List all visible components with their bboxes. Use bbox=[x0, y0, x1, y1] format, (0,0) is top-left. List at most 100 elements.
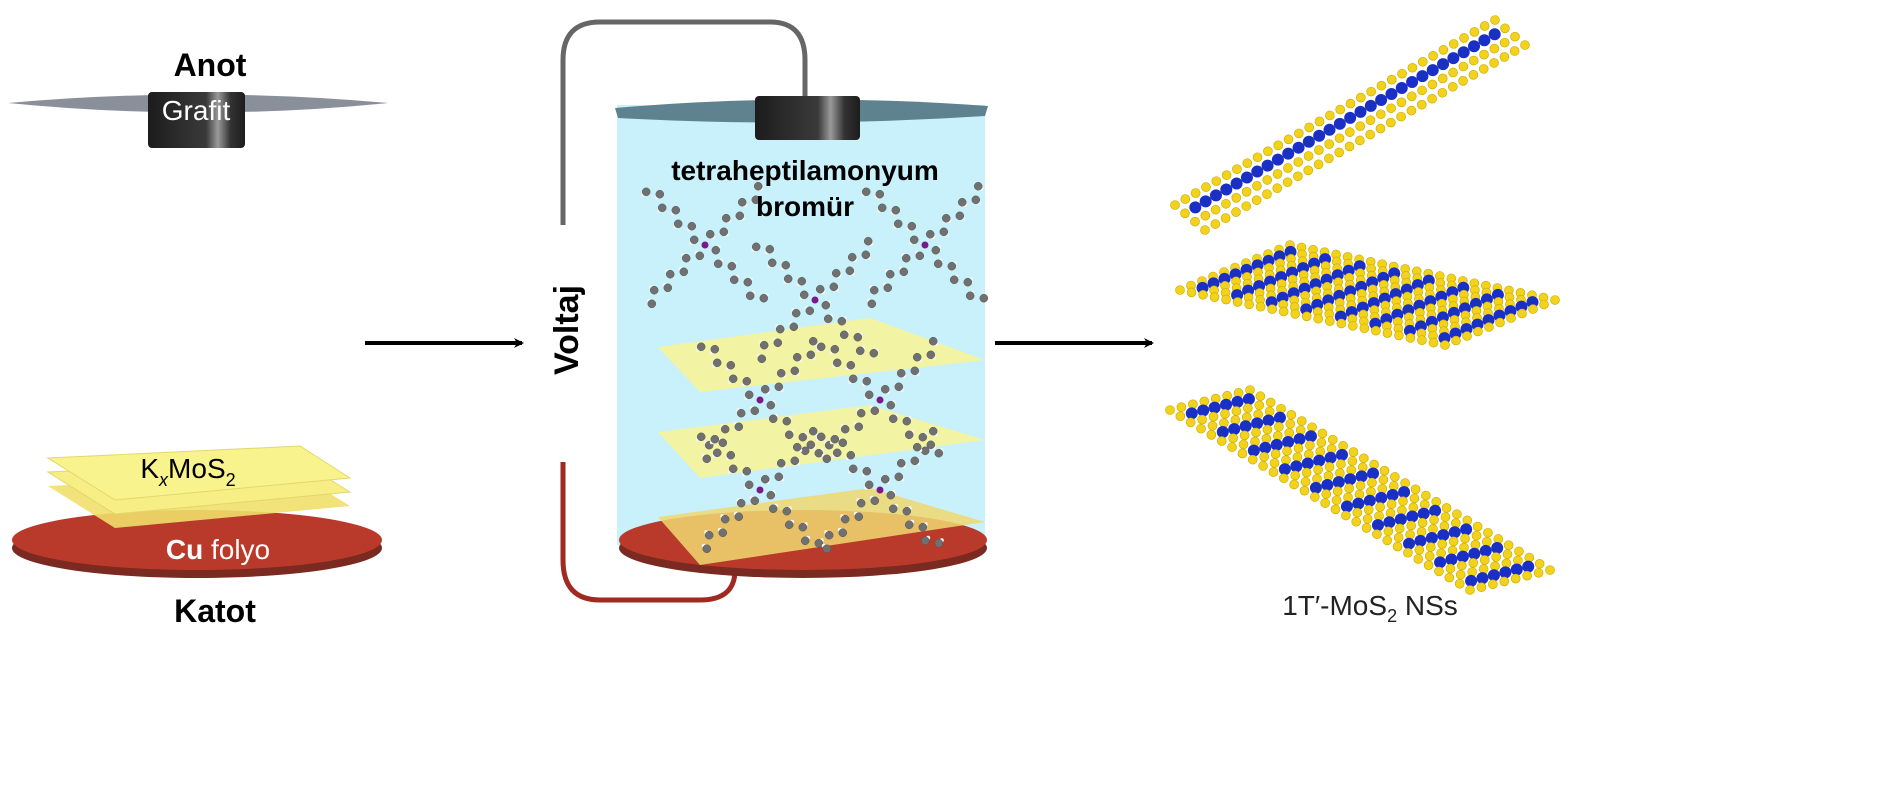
carbon-atom bbox=[880, 474, 890, 484]
carbon-atom bbox=[973, 181, 983, 191]
carbon-atom bbox=[831, 268, 841, 278]
s-atom bbox=[1292, 452, 1303, 463]
graphite-block bbox=[148, 92, 245, 148]
mo-atom bbox=[1332, 476, 1345, 489]
carbon-atom bbox=[750, 406, 760, 416]
s-atom bbox=[1451, 335, 1461, 346]
carbon-atom bbox=[792, 442, 802, 452]
s-atom bbox=[1230, 415, 1241, 425]
s-atom bbox=[1324, 153, 1334, 164]
s-atom bbox=[1414, 545, 1425, 555]
s-atom bbox=[1444, 572, 1455, 583]
s-atom bbox=[1473, 326, 1483, 337]
s-atom bbox=[1476, 582, 1487, 592]
s-atom bbox=[1390, 472, 1400, 482]
carbon-atom bbox=[901, 253, 911, 263]
s-atom bbox=[1317, 428, 1328, 439]
carbon-atom bbox=[939, 227, 949, 237]
s-atom bbox=[1244, 299, 1254, 310]
carbon-atom bbox=[705, 229, 715, 239]
mo-atom bbox=[1352, 497, 1365, 510]
s-atom bbox=[1252, 181, 1262, 191]
mo-atom bbox=[1367, 467, 1380, 480]
s-atom bbox=[1201, 182, 1211, 192]
carbon-atom bbox=[773, 338, 783, 348]
mo-atom bbox=[1340, 500, 1353, 513]
mo-atom bbox=[1292, 141, 1305, 154]
s-atom bbox=[1445, 563, 1456, 574]
s-atom bbox=[1188, 399, 1198, 410]
s-atom bbox=[1375, 502, 1385, 512]
carbon-atom bbox=[753, 181, 763, 191]
carbon-atom bbox=[744, 390, 754, 400]
carbon-atom bbox=[910, 366, 920, 376]
s-atom bbox=[1222, 390, 1232, 401]
s-atom bbox=[1382, 535, 1393, 546]
s-atom bbox=[1410, 484, 1421, 495]
s-atom bbox=[1371, 325, 1381, 336]
carbon-atom bbox=[869, 348, 879, 358]
s-atom bbox=[1206, 430, 1217, 440]
carbon-atom bbox=[863, 236, 873, 246]
carbon-atom bbox=[934, 448, 944, 458]
nitrogen-atom bbox=[921, 241, 929, 249]
mo-atom bbox=[1251, 417, 1264, 430]
cell-graphite-block bbox=[755, 96, 860, 140]
s-atom bbox=[1196, 423, 1206, 434]
mo-atom bbox=[1199, 195, 1212, 208]
carbon-atom bbox=[971, 195, 981, 205]
s-atom bbox=[1417, 56, 1428, 67]
carbon-atom bbox=[781, 260, 791, 270]
s-atom bbox=[1314, 145, 1324, 155]
s-atom bbox=[1495, 317, 1505, 328]
s-atom bbox=[1270, 449, 1281, 459]
s-atom bbox=[1356, 92, 1366, 103]
s-atom bbox=[1352, 507, 1363, 518]
carbon-atom bbox=[679, 267, 689, 277]
s-atom bbox=[1421, 490, 1431, 501]
s-atom bbox=[1327, 434, 1338, 445]
mo-atom bbox=[1375, 93, 1388, 106]
carbon-atom bbox=[726, 360, 736, 370]
carbon-atom bbox=[765, 244, 775, 254]
s-atom bbox=[1386, 117, 1396, 128]
mos2-layer-1 bbox=[658, 318, 985, 392]
carbon-atom bbox=[737, 197, 747, 207]
s-atom bbox=[1429, 515, 1439, 525]
carbon-atom bbox=[855, 346, 865, 356]
s-atom bbox=[1190, 216, 1200, 227]
s-atom bbox=[1200, 225, 1210, 235]
carbon-atom bbox=[963, 277, 973, 287]
carbon-atom bbox=[663, 283, 673, 293]
s-atom bbox=[1366, 86, 1376, 97]
s-atom bbox=[1417, 517, 1428, 528]
mo-atom bbox=[1220, 398, 1233, 411]
s-atom bbox=[1227, 442, 1237, 453]
s-atom bbox=[1176, 402, 1187, 412]
mo-atom bbox=[1487, 569, 1500, 582]
cathode-label: Katot bbox=[174, 593, 256, 629]
s-atom bbox=[1398, 496, 1408, 507]
carbon-atom bbox=[854, 512, 864, 522]
kxmos2-sheet-1 bbox=[46, 445, 352, 501]
s-atom bbox=[1369, 459, 1379, 470]
carbon-atom bbox=[853, 332, 863, 342]
anode-group: Anot Grafit bbox=[8, 47, 388, 148]
s-atom bbox=[1331, 495, 1342, 506]
mo-atom bbox=[1251, 165, 1264, 178]
s-atom bbox=[1490, 561, 1500, 571]
s-atom bbox=[1232, 164, 1242, 174]
mo-atom bbox=[1309, 481, 1322, 494]
s-atom bbox=[1423, 560, 1434, 570]
mo-atom bbox=[1282, 147, 1295, 160]
s-atom bbox=[1304, 449, 1314, 460]
carbon-atom bbox=[861, 187, 871, 197]
carbon-atom bbox=[791, 308, 801, 318]
carbon-atom bbox=[816, 432, 826, 442]
carbon-atom bbox=[909, 235, 919, 245]
s-atom bbox=[1388, 481, 1399, 491]
mo-atom bbox=[1478, 34, 1491, 47]
anode-wire bbox=[560, 19, 808, 225]
carbon-atom bbox=[744, 480, 754, 490]
s-atom bbox=[1357, 462, 1368, 473]
